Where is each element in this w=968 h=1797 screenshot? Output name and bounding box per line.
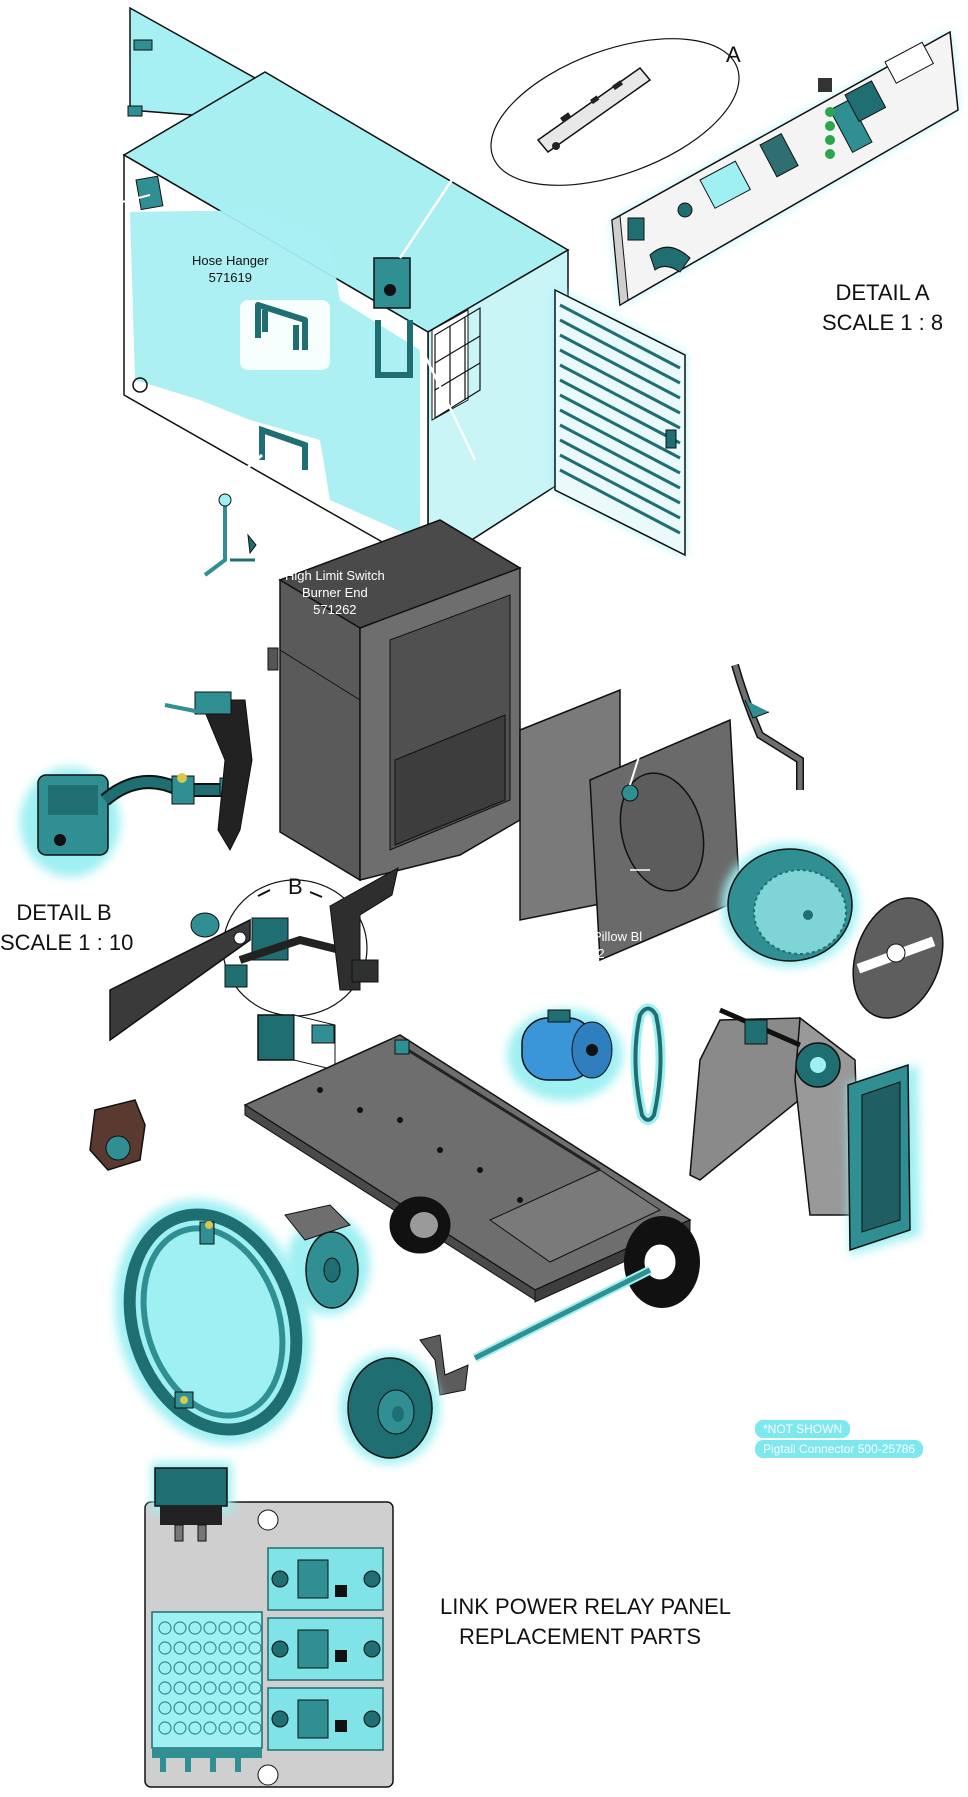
high-limit-switch-part-number: 571262 xyxy=(313,602,357,617)
detail-b-title: DETAIL B xyxy=(16,900,112,925)
relay-panel-title: LINK POWER RELAY PANEL xyxy=(440,1594,731,1619)
blower-wheel xyxy=(722,843,858,967)
indicator-light xyxy=(825,149,835,159)
gas-valve xyxy=(20,767,120,877)
hose-hanger-callout: Hose Hanger 571619 xyxy=(192,252,269,286)
detail-b-caption: DETAIL B SCALE 1 : 10 xyxy=(0,898,134,958)
cabinet-vent-grid xyxy=(434,306,481,420)
burner-bracket xyxy=(164,691,253,852)
relay-module xyxy=(267,1617,384,1681)
caster-wheel xyxy=(284,1204,370,1315)
hose-hanger-bracket xyxy=(236,302,308,479)
pigtail-connector-note: Pigtail Connector 500-25786 xyxy=(755,1440,924,1458)
hose-hanger-part-number: 571619 xyxy=(208,270,252,285)
wheel-tire xyxy=(340,1352,440,1464)
high-limit-switch-part xyxy=(373,69,527,461)
relay-module xyxy=(267,1687,384,1751)
control-panel-detail xyxy=(611,30,959,307)
blower-motor xyxy=(507,1009,623,1101)
bushing xyxy=(190,912,220,938)
relay-panel-subtitle: REPLACEMENT PARTS xyxy=(458,1624,702,1649)
burner-cover-plate xyxy=(109,918,251,1042)
intake-louver-panel xyxy=(554,288,686,557)
axle-bracket xyxy=(419,1334,469,1396)
gas-train-assembly xyxy=(224,917,341,988)
gas-hose-coil xyxy=(114,1199,312,1445)
pillow-block-quantity: (2 xyxy=(593,946,605,961)
indicator-light xyxy=(825,107,835,117)
cabinet-housing xyxy=(109,71,570,570)
detail-a-marker: A xyxy=(726,42,741,67)
high-limit-switch-location: Burner End xyxy=(301,585,368,600)
pillow-block-callout: Pillow Bl (2 xyxy=(593,928,642,962)
detail-a-scale: SCALE 1 : 8 xyxy=(822,310,944,335)
detail-a-title: DETAIL A xyxy=(835,280,930,305)
drive-belt xyxy=(630,1003,666,1125)
detail-b-scale: SCALE 1 : 10 xyxy=(0,930,134,955)
relay-terminal-block xyxy=(151,1611,263,1772)
pressure-switch xyxy=(257,1014,336,1071)
high-limit-switch-callout: High Limit Switch Burner End 571262 xyxy=(285,567,385,618)
detail-b-marker: B xyxy=(288,874,303,899)
gas-manifold-pipe xyxy=(100,773,235,806)
indicator-light xyxy=(825,121,835,131)
pillow-block-name: Pillow Bl xyxy=(593,929,643,944)
detail-a-outline xyxy=(490,38,740,186)
high-limit-switch-name: High Limit Switch xyxy=(285,568,385,583)
relay-transformer xyxy=(152,1462,232,1542)
exhaust-pipe xyxy=(731,663,804,790)
rear-wheel xyxy=(389,1196,451,1254)
flame-sensor-bracket xyxy=(329,867,399,991)
igniter-rod xyxy=(203,493,257,577)
gas-regulator xyxy=(89,1099,146,1171)
front-wheel xyxy=(624,1216,700,1308)
not-shown-note: *NOT SHOWN xyxy=(755,1420,851,1438)
hose-hanger-name: Hose Hanger xyxy=(192,253,269,268)
relay-module xyxy=(267,1547,384,1611)
axle-rod xyxy=(472,1265,653,1363)
blower-housing xyxy=(519,688,741,962)
base-chassis xyxy=(243,1034,692,1303)
relay-panel-caption: LINK POWER RELAY PANEL REPLACEMENT PARTS xyxy=(440,1592,731,1652)
detail-a-small-panel xyxy=(536,66,652,154)
bearing-stand xyxy=(689,1007,861,1216)
inlet-ring xyxy=(852,897,944,1019)
detail-a-caption: DETAIL A SCALE 1 : 8 xyxy=(822,278,943,338)
burner-box-panel xyxy=(847,1063,920,1255)
indicator-light xyxy=(825,135,835,145)
burner-frame xyxy=(267,519,522,882)
